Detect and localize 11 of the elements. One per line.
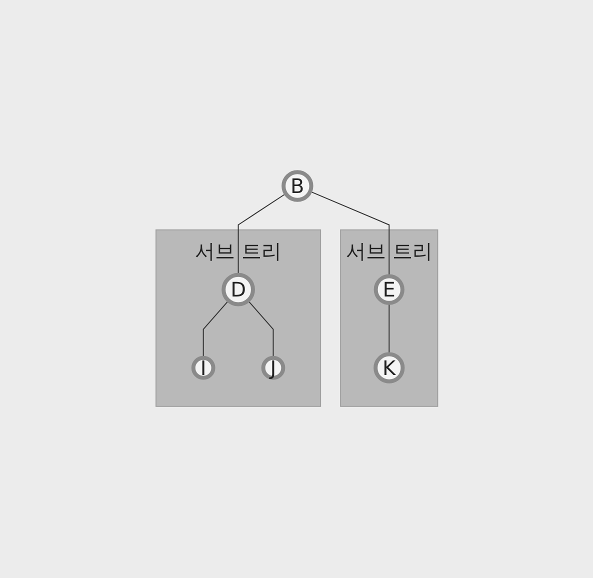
node-circle: J: [260, 356, 285, 380]
connector: [247, 300, 274, 359]
node-circle: I: [191, 356, 215, 380]
node-circle: D: [221, 273, 255, 307]
node-circle: B: [281, 170, 313, 202]
node-circle: K: [373, 352, 404, 384]
connector: [309, 191, 390, 278]
connector: [388, 302, 390, 356]
connector: [237, 193, 286, 276]
node-circle: E: [373, 274, 404, 306]
connector: [202, 300, 229, 359]
